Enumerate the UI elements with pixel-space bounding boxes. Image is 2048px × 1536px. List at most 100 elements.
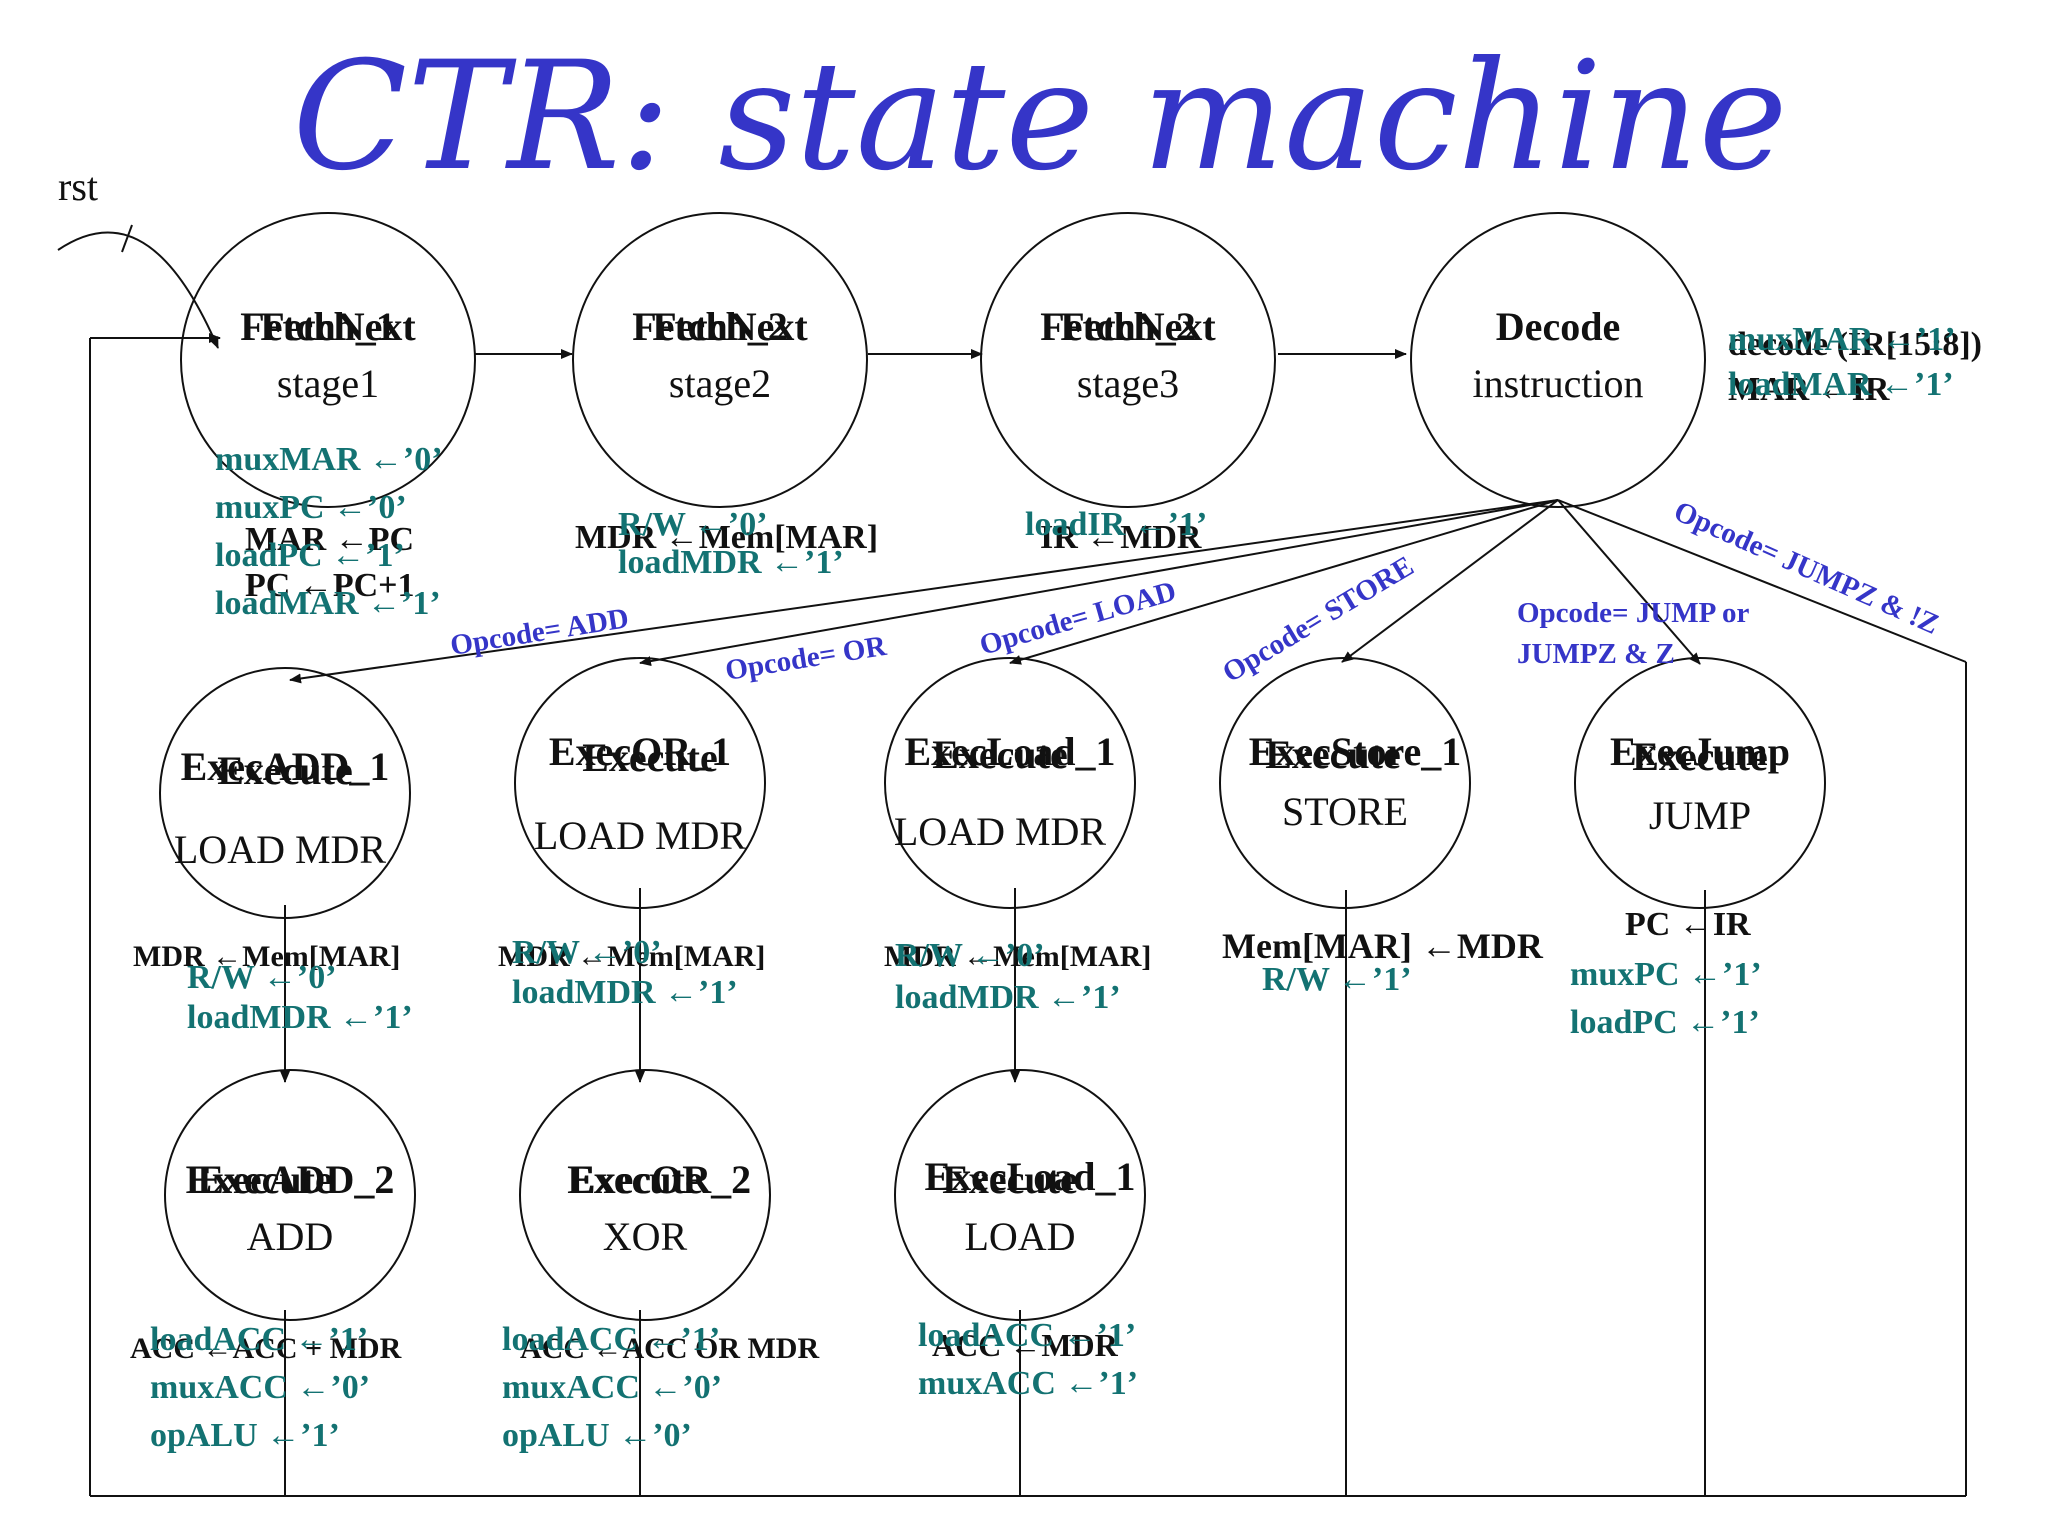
state-name-overlay: Execute xyxy=(1265,732,1401,777)
page-title: CTR: state machine xyxy=(292,30,1787,204)
reset-arrow xyxy=(57,231,219,349)
state-exec-load-2: ExecLoad_1 Execute LOAD xyxy=(894,1069,1146,1321)
action-line-load2-ctl: muxACC ←’1’ xyxy=(918,1365,1138,1402)
action-line-fetch1-ctl: loadMAR ←’1’ xyxy=(215,585,441,622)
action-line-fetch3-ctl: loadIR ←’1’ xyxy=(1025,506,1207,543)
state-name: ExecADD_2 xyxy=(186,1157,395,1202)
state-subtitle: stage1 xyxy=(277,361,379,406)
state-subtitle: LOAD xyxy=(964,1214,1075,1259)
state-name-overlay: Fetch_2 xyxy=(1060,304,1196,349)
state-subtitle: JUMP xyxy=(1649,793,1751,838)
action-line-decode-rtl: decode (IR[15:8]) xyxy=(1728,326,1982,363)
state-name: ExecOR_2 xyxy=(569,1157,751,1202)
action-line-store1-rtl: Mem[MAR] ←MDR xyxy=(1222,926,1544,966)
state-exec-or-2: ExecOR_2 Execute XOR xyxy=(519,1069,771,1321)
state-name: ExecOR_1 xyxy=(549,729,731,774)
state-fetch-3: FetchNext Fetch_2 stage3 xyxy=(980,212,1276,508)
state-subtitle: XOR xyxy=(603,1214,688,1259)
state-name-overlay: Execute xyxy=(942,1157,1078,1202)
action-line-fetch3-rtl: IR ←MDR xyxy=(1040,519,1202,556)
state-name: FetchNext xyxy=(240,304,416,349)
action-line-fetch2-ctl: R/W ←’0’ xyxy=(618,506,768,543)
decode-transitions xyxy=(289,499,1701,684)
state-subtitle: LOAD MDR xyxy=(894,809,1107,854)
reset-tick xyxy=(121,224,133,253)
state-exec-load-1: ExecLoad_1 Execute LOAD MDR xyxy=(884,657,1136,909)
state-decode: Decode instruction xyxy=(1410,212,1706,508)
action-line-or1-ctl: loadMDR ←’1’ xyxy=(512,974,738,1011)
state-name-overlay: Execute xyxy=(217,748,353,793)
action-line-add1-rtl: MDR ←Mem[MAR] xyxy=(133,940,400,973)
action-line-add2-ctl: muxACC ←’0’ xyxy=(150,1369,370,1406)
action-line-or1-ctl: R/W ←’0’ xyxy=(512,934,662,971)
action-line-add2-ctl: loadACC ←’1’ xyxy=(150,1321,368,1358)
action-line-fetch1-ctl: loadPC ←’1’ xyxy=(215,537,405,574)
state-exec-add-2: ExecADD_2 Execute ADD xyxy=(164,1069,416,1321)
transition-label-load: Opcode= LOAD xyxy=(976,575,1180,662)
state-name: ExecADD_1 xyxy=(181,744,390,789)
state-name: ExecJump xyxy=(1610,729,1790,774)
reset-label: rst xyxy=(58,164,98,209)
state-exec-store-1: ExecStore_1 Execute STORE xyxy=(1219,657,1471,909)
state-fetch-2: FetchNext Fetch_2 stage2 xyxy=(572,212,868,508)
state-subtitle: ADD xyxy=(247,1214,334,1259)
state-name: ExecStore_1 xyxy=(1249,729,1462,774)
state-exec-or-1: ExecOR_1 Execute LOAD MDR xyxy=(514,657,766,909)
action-line-jump-ctl: loadPC ←’1’ xyxy=(1570,1004,1760,1041)
transition-label-jump: Opcode= JUMP or xyxy=(1517,597,1750,629)
state-name: Decode xyxy=(1496,304,1620,349)
state-name-overlay: Execute xyxy=(1632,734,1768,779)
fetch-transitions xyxy=(280,349,1407,1083)
transition-label-jumpz: JUMPZ & Z xyxy=(1517,638,1675,670)
state-subtitle: LOAD MDR xyxy=(534,813,747,858)
action-line-decode-ctl: muxMAR ←’1’ xyxy=(1728,321,1956,358)
action-line-or2-rtl: ACC ←ACC OR MDR xyxy=(520,1332,819,1365)
action-line-jump-rtl: PC ←IR xyxy=(1625,906,1751,943)
action-line-fetch1-ctl: muxMAR ←’0’ xyxy=(215,441,443,478)
state-fetch-1: FetchNext Fetch_1 stage1 xyxy=(180,212,476,508)
action-line-store1-ctl: R/W ←’1’ xyxy=(1262,961,1412,998)
state-name: FetchNext xyxy=(1040,304,1216,349)
state-name-overlay: Execute xyxy=(567,1157,703,1202)
action-line-fetch1-ctl: muxPC ←’0’ xyxy=(215,489,407,526)
action-blocks: MAR ←PC PC ←PC+1 muxMAR ←’0’ muxPC ←’0’ load… xyxy=(130,321,1982,1454)
state-name-overlay: Execute xyxy=(197,1157,333,1202)
action-line-decode-ctl: loadMAR ←’1’ xyxy=(1728,366,1954,403)
action-line-load1-ctl: loadMDR ←’1’ xyxy=(895,979,1121,1016)
loop-back-wires xyxy=(89,333,1967,1497)
state-exec-jump: ExecJump Execute JUMP xyxy=(1574,657,1826,909)
action-line-fetch2-rtl: MDR ←Mem[MAR] xyxy=(575,519,878,556)
action-line-or2-ctl: opALU ←’0’ xyxy=(502,1417,692,1454)
state-subtitle: stage2 xyxy=(669,361,771,406)
action-line-add1-ctl: loadMDR ←’1’ xyxy=(187,999,413,1036)
transition-label-add: Opcode= ADD xyxy=(448,602,631,662)
state-subtitle: stage3 xyxy=(1077,361,1179,406)
action-line-load1-rtl: MDR ←Mem[MAR] xyxy=(884,940,1151,973)
action-line-fetch1-rtl: MAR ←PC xyxy=(245,521,414,558)
action-line-or2-ctl: loadACC ←’1’ xyxy=(502,1321,720,1358)
state-name-overlay: Fetch_2 xyxy=(652,304,788,349)
action-line-add1-ctl: R/W ←’0’ xyxy=(187,959,337,996)
state-name: ExecLoad_1 xyxy=(924,1154,1135,1199)
action-line-fetch2-ctl: loadMDR ←’1’ xyxy=(618,544,844,581)
action-line-jump-ctl: muxPC ←’1’ xyxy=(1570,956,1762,993)
state-name: ExecLoad_1 xyxy=(904,729,1115,774)
action-line-decode-rtl: MAR ←IR xyxy=(1728,371,1890,408)
action-line-or1-rtl: MDR ←Mem[MAR] xyxy=(498,940,765,973)
state-name: FetchNext xyxy=(632,304,808,349)
action-line-load2-ctl: loadACC ←’1’ xyxy=(918,1317,1136,1354)
state-subtitle: instruction xyxy=(1472,361,1643,406)
transition-label-or: Opcode= OR xyxy=(723,630,889,687)
state-name-overlay: Execute xyxy=(582,735,718,780)
action-line-or2-ctl: muxACC ←’0’ xyxy=(502,1369,722,1406)
action-line-load1-ctl: R/W ←’0’ xyxy=(895,937,1045,974)
action-line-add2-ctl: opALU ←’1’ xyxy=(150,1417,340,1454)
action-line-add2-rtl: ACC ←ACC + MDR xyxy=(130,1332,402,1365)
action-line-load2-rtl: ACC ←MDR xyxy=(932,1327,1119,1363)
state-name-overlay: Execute xyxy=(932,732,1068,777)
state-exec-add-1: ExecADD_1 Execute LOAD MDR xyxy=(159,667,411,919)
action-line-fetch1-rtl: PC ←PC+1 xyxy=(245,567,415,604)
state-subtitle: STORE xyxy=(1282,789,1408,834)
state-name-overlay: Fetch_1 xyxy=(260,304,396,349)
